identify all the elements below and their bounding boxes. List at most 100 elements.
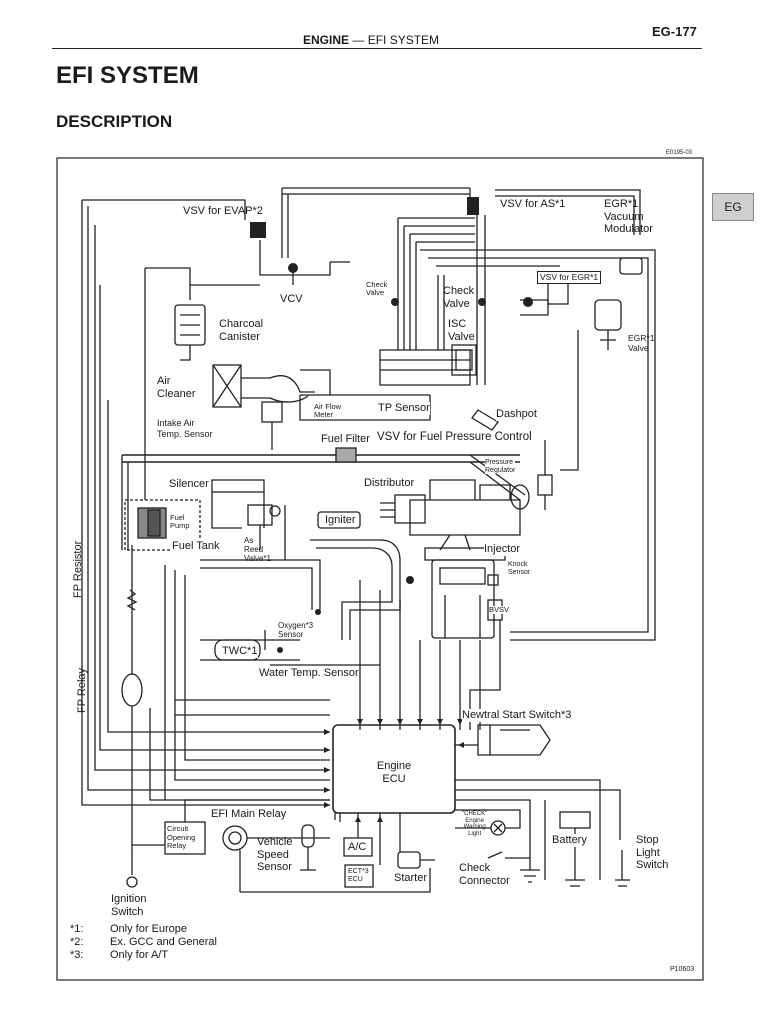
label-check-valve-small: Check Valve [366,280,388,297]
label-egr-vacuum-modulator: EGR*1 Vacuum Modulator [604,198,653,236]
stop-line1: Stop [636,834,659,846]
pressure-reg-line2: Regulator [485,466,516,474]
as-reed-line3: Valve*1 [244,554,271,563]
ect-line1: ECT*3 [348,868,369,875]
label-bvsv: BVSV [489,605,510,614]
label-fp-resistor: FP Resistor [72,540,84,598]
vss-line2: Speed [257,848,289,861]
label-egr-valve: EGR*1 Valve [628,333,654,353]
label-as-reed-valve: As Reed Valve*1 [244,536,271,563]
figure-code-top: E0195-03 [666,150,693,156]
knock-line1: Knock [508,561,528,568]
oxygen-line2: Sensor [278,630,304,639]
label-fuel-tank: Fuel Tank [172,540,220,553]
label-charcoal-canister: Charcoal Canister [219,318,263,343]
label-ignition-switch: Ignition Switch [111,893,146,918]
label-ect-ecu: ECT*3 ECU [348,868,369,884]
footnote-3: *3:Only for A/T [70,949,217,962]
label-vsv-as: VSV for AS*1 [500,198,566,211]
footnote-1: *1: Only for Europe [70,923,217,936]
footnote-1-text: Only for Europe [110,923,188,935]
label-knock-sensor: Knock Sensor [508,561,531,576]
oxygen-line1: Oxygen*3 [278,621,314,630]
label-igniter: Igniter [325,514,356,526]
ecu-line2: ECU [382,772,406,785]
fuel-pump-line2: Pump [170,521,190,530]
check-valve-small-line2: Valve [366,288,385,297]
label-neutral-start-switch: Newtral Start Switch*3 [462,709,572,722]
label-pressure-regulator: Pressure Regulator [485,459,516,474]
header-rule [52,48,702,49]
label-distributor: Distributor [364,477,415,490]
label-twc: TWC*1 [221,645,259,658]
air-flow-line2: Meter [314,410,334,419]
egr-vacuum-line3: Modulator [604,223,653,235]
header-section: ENGINE — EFI SYSTEM [303,33,439,47]
fuel-pump-line1: Fuel [170,513,185,522]
label-air-cleaner: Air Cleaner [157,375,196,400]
label-fuel-pump: Fuel Pump [170,514,190,530]
egr-valve-line2: Valve [628,343,649,353]
label-tp-sensor: TP Sensor [378,402,430,415]
label-injector: Injector [484,543,521,556]
vss-line1: Vehicle [257,836,293,848]
isc-line2: Valve [448,330,475,343]
vss-line3: Sensor [257,861,292,873]
check-light-line1: "CHECK" [462,811,488,817]
label-check-valve: Check Valve [443,285,474,310]
label-isc-valve: ISC Valve [448,318,475,343]
air-cleaner-line2: Cleaner [157,387,196,400]
label-silencer: Silencer [169,478,209,491]
label-intake-air-temp: Intake Air Temp. Sensor [157,418,213,439]
check-light-line2: Engine [465,817,484,824]
footnote-1-mark: *1: [70,923,84,935]
header-separator: — [352,33,365,47]
label-oxygen-sensor: Oxygen*3 Sensor [278,621,313,639]
label-vsv-evap: VSV for EVAP*2 [183,205,263,217]
air-flow-line1: Air Flow [314,402,342,411]
ignition-line1: Ignition [111,893,147,905]
check-valve-line1: Check [443,285,475,297]
label-battery: Battery [552,834,587,847]
stop-line2: Light [636,846,660,859]
label-starter: Starter [394,872,428,884]
egr-vacuum-line2: Vacuum [604,210,644,223]
intake-air-line2: Temp. Sensor [157,428,213,439]
section-title: DESCRIPTION [56,112,173,131]
footnote-3-mark: *3: [70,949,84,961]
ecu-line1: Engine [376,760,412,772]
intake-air-line1: Intake Air [157,418,195,428]
footnotes: *1: Only for Europe *2: Ex. GCC and Genera… [70,923,217,962]
label-dashpot: Dashpot [496,408,537,421]
engine-ecu: Engine ECU [333,760,455,785]
air-cleaner-line1: Air [157,375,171,387]
ignition-line2: Switch [111,905,144,918]
label-fuel-filter: Fuel Filter [321,433,370,446]
circuit-relay-line1: Circuit [167,824,189,833]
label-vsv-fuel-pressure: VSV for Fuel Pressure Control [377,431,532,444]
footnote-2-mark: *2: [70,936,84,948]
knock-line2: Sensor [508,568,531,576]
pressure-reg-line1: Pressure [485,459,514,466]
label-ac: A/C [348,841,367,853]
label-check-engine-light: "CHECK" Engine Warning Light [462,811,487,837]
egr-vacuum-line1: EGR*1 [604,198,639,210]
label-efi-main-relay: EFI Main Relay [211,808,287,821]
footnote-2: *2: Ex. GCC and General [70,936,217,949]
label-water-temp-sensor: Water Temp. Sensor [259,667,359,680]
check-valve-line2: Valve [443,297,470,310]
circuit-relay-line2: Opening [167,832,196,842]
footnote-2-text: Ex. GCC and General [110,936,217,948]
stop-line3: Switch [636,859,669,871]
label-vehicle-speed-sensor: Vehicle Speed Sensor [257,836,292,874]
label-vcv: VCV [280,293,303,305]
as-reed-line1: As [244,536,254,545]
label-vsv-egr: VSV for EGR*1 [537,271,602,284]
circuit-relay-line3: Relay [167,841,187,850]
check-light-line4: Light [468,830,482,837]
label-circuit-opening-relay: Circuit Opening Relay [167,824,196,851]
check-valve-small-line1: Check [366,280,388,289]
label-fp-relay: FP Relay [76,667,88,713]
charcoal-line2: Canister [219,330,260,343]
